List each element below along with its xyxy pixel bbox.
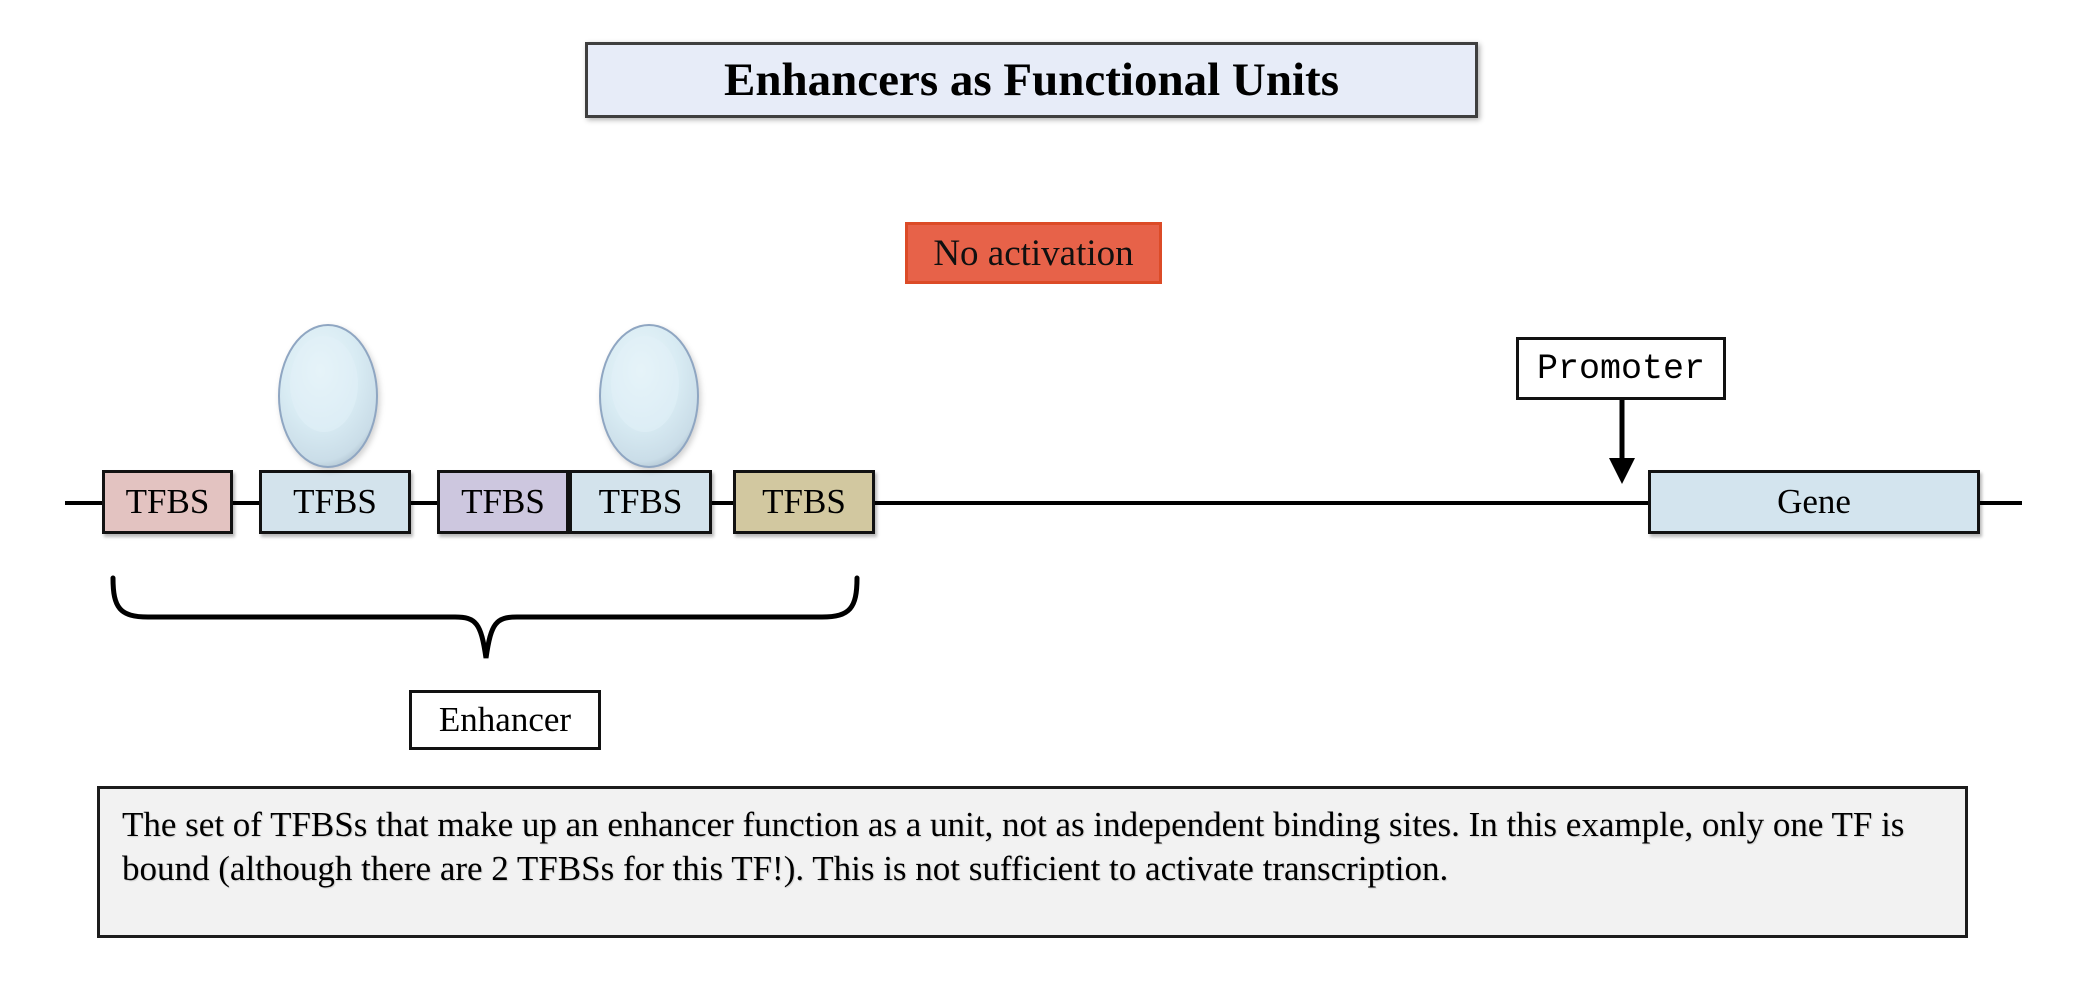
caption-box: The set of TFBSs that make up an enhance… bbox=[97, 786, 1968, 938]
tfbs-box-2: TFBS bbox=[259, 470, 411, 534]
page-title: Enhancers as Functional Units bbox=[723, 54, 1340, 106]
no-activation-label: No activation bbox=[933, 232, 1134, 274]
enhancer-brace bbox=[110, 575, 860, 659]
tfbs-box-4: TFBS bbox=[569, 470, 712, 534]
gene-box: Gene bbox=[1648, 470, 1980, 534]
tfbs-label: TFBS bbox=[762, 482, 846, 521]
dna-strand-line bbox=[65, 501, 2022, 505]
transcription-factor-ellipse-1 bbox=[278, 324, 378, 468]
enhancer-label-box: Enhancer bbox=[409, 690, 601, 750]
caption-text: The set of TFBSs that make up an enhance… bbox=[122, 805, 1905, 889]
tfbs-box-3: TFBS bbox=[437, 470, 569, 534]
promoter-label: Promoter bbox=[1536, 348, 1706, 389]
gene-label: Gene bbox=[1777, 482, 1851, 521]
transcription-factor-ellipse-2 bbox=[599, 324, 699, 468]
tfbs-label: TFBS bbox=[293, 482, 377, 521]
no-activation-badge: No activation bbox=[905, 222, 1162, 284]
tfbs-label: TFBS bbox=[461, 482, 545, 521]
tfbs-label: TFBS bbox=[125, 482, 210, 521]
promoter-arrow-icon bbox=[1609, 400, 1635, 484]
promoter-label-box: Promoter bbox=[1516, 337, 1726, 400]
title-box: Enhancers as Functional Units bbox=[585, 42, 1478, 118]
tfbs-box-5: TFBS bbox=[733, 470, 875, 534]
enhancer-label: Enhancer bbox=[438, 700, 572, 739]
tfbs-label: TFBS bbox=[598, 482, 683, 521]
tfbs-box-1: TFBS bbox=[102, 470, 233, 534]
